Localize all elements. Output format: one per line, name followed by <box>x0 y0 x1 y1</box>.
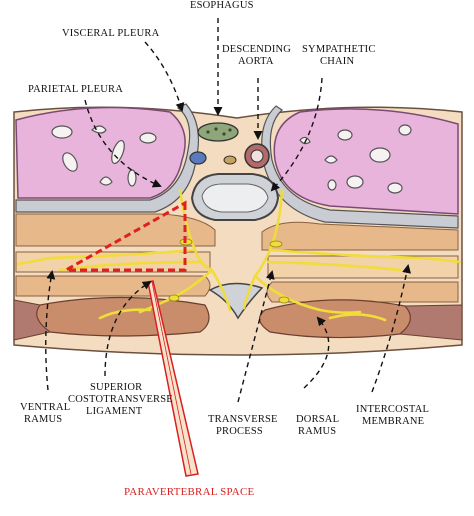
label-dorsal-ramus-line1: DORSAL <box>296 414 340 425</box>
arrow-visceral-pleura <box>144 41 185 112</box>
label-sympathetic-chain-line2: CHAIN <box>320 56 355 67</box>
label-paravertebral-space: PARAVERTEBRAL SPACE <box>124 486 255 498</box>
left-lung <box>15 106 186 199</box>
label-transverse-process-line2: PROCESS <box>216 426 263 437</box>
arrow-sympathetic-chain <box>270 77 323 192</box>
arrow-dorsal-ramus <box>303 316 330 389</box>
label-parietal-pleura: PARIETAL PLEURA <box>28 84 124 95</box>
arrow-sup-costo-ligament <box>104 280 152 377</box>
small-vessel <box>223 155 237 165</box>
left-rib <box>36 296 210 337</box>
label-dorsal-ramus-line2: RAMUS <box>298 426 337 437</box>
label-visceral-pleura: VISCERAL PLEURA <box>62 28 160 39</box>
label-transverse-process-line1: TRANSVERSE <box>208 414 278 425</box>
label-ventral-ramus-line2: RAMUS <box>24 414 63 425</box>
paravertebral-space-outline[interactable] <box>60 200 187 272</box>
label-sup-costo-line1: SUPERIOR <box>90 382 143 393</box>
label-intercostal-membrane-line1: INTERCOSTAL <box>356 404 430 415</box>
arrow-intercostal-membrane <box>371 264 412 393</box>
label-ventral-ramus-line1: VENTRAL <box>20 402 71 413</box>
label-descending-aorta-line2: AORTA <box>238 56 274 67</box>
label-intercostal-membrane-line2: MEMBRANE <box>362 416 425 427</box>
right-pleura <box>261 105 459 229</box>
azygos-vein <box>189 151 207 165</box>
muscle-band-lower-right <box>266 281 459 303</box>
ganglia <box>168 238 290 304</box>
left-outer-muscle <box>13 299 52 341</box>
right-rib <box>259 299 411 339</box>
label-sup-costo-line3: LIGAMENT <box>86 406 143 417</box>
left-pleura <box>15 103 199 213</box>
label-sup-costo-line2: COSTOTRANSVERSE <box>68 394 173 405</box>
arrow-transverse-process <box>237 270 275 403</box>
nerves <box>16 188 462 322</box>
arrow-ventral-ramus <box>45 270 56 391</box>
arrow-parietal-pleura <box>84 99 162 188</box>
label-sympathetic-chain-line1: SYMPATHETIC <box>302 44 376 55</box>
right-outer-muscle <box>398 304 463 341</box>
label-esophagus: ESOPHAGUS <box>190 0 254 11</box>
esophagus-shape <box>197 122 239 142</box>
lung-lesions <box>51 124 412 194</box>
leader-arrows <box>45 18 412 403</box>
label-descending-aorta-line1: DESCENDING <box>222 44 292 55</box>
right-lung <box>273 108 459 215</box>
